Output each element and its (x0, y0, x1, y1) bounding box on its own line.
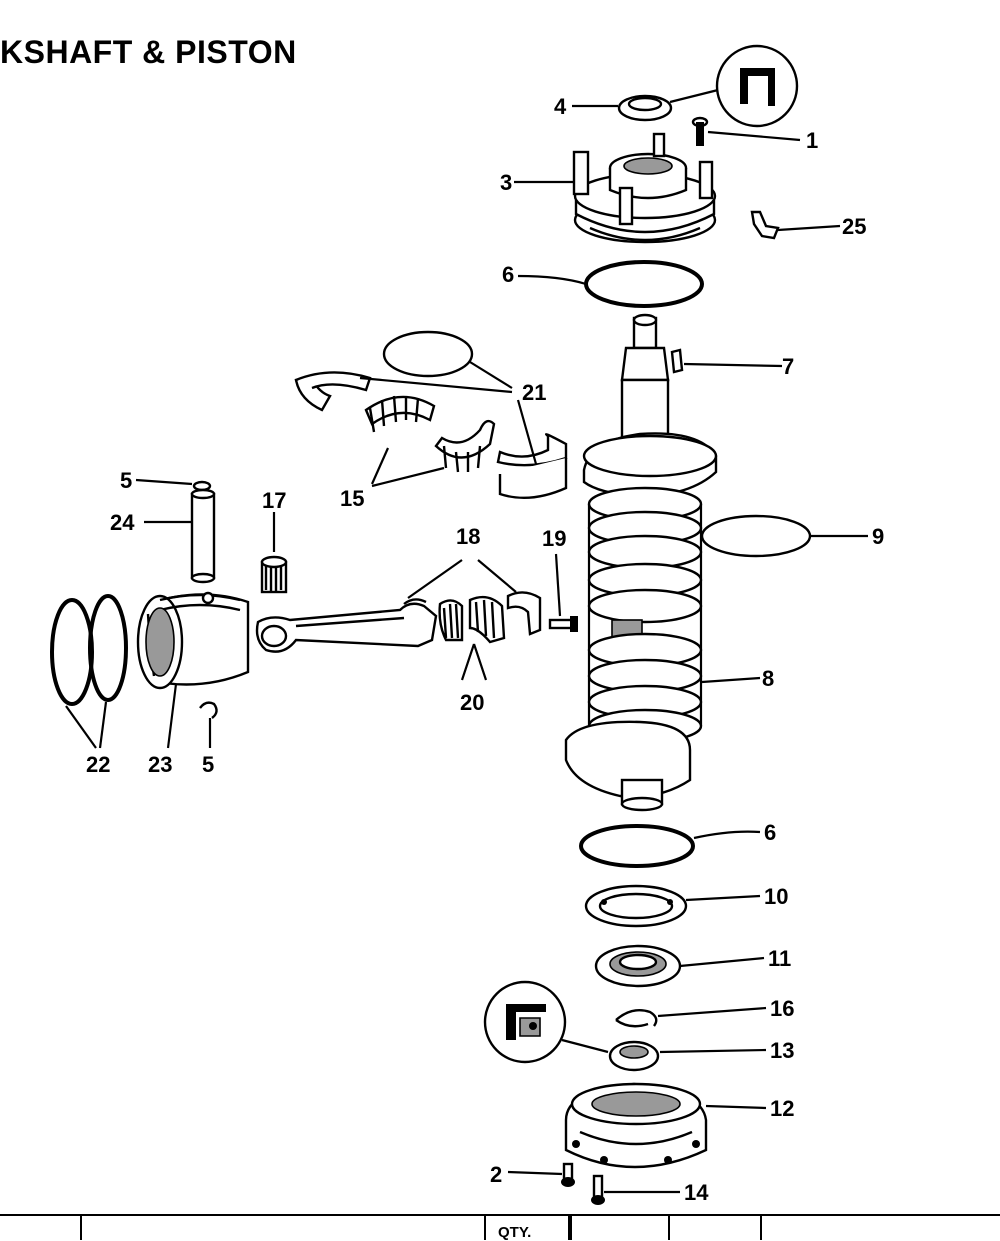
callout-21: 21 (522, 380, 546, 405)
seal-detail-inset-top (669, 44, 799, 128)
part-18-connecting-rod (255, 559, 542, 653)
table-column-divider (760, 1216, 762, 1240)
part-5-retainer-upper (135, 478, 212, 492)
callout-16: 16 (770, 996, 794, 1021)
callout-12: 12 (770, 1096, 794, 1121)
part-10-plate (584, 884, 761, 928)
part-12-lower-housing (564, 1082, 767, 1169)
part-11-ball-bearing (594, 944, 765, 988)
page-title: KSHAFT & PISTON (0, 34, 297, 70)
callout-10: 10 (764, 884, 788, 909)
callout-6-upper: 6 (502, 262, 514, 287)
part-21-bearing-race (294, 330, 568, 499)
part-1-screw (691, 116, 801, 146)
callout-17: 17 (262, 488, 286, 513)
exploded-parts-diagram: 1 2 3 4 5 5 6 6 7 8 9 10 11 12 13 14 15 … (50, 44, 884, 1205)
parts-table-header: QTY. (0, 1214, 1000, 1241)
part-14-screw (591, 1174, 680, 1205)
callout-19: 19 (542, 526, 566, 551)
callout-1: 1 (806, 128, 818, 153)
callout-23: 23 (148, 752, 172, 777)
callout-5-lower: 5 (202, 752, 214, 777)
callout-15: 15 (340, 486, 364, 511)
part-7-key (670, 348, 783, 374)
part-23-piston (136, 591, 250, 749)
callout-9: 9 (872, 524, 884, 549)
part-19-rod-bolt (548, 553, 578, 632)
table-column-divider (668, 1216, 670, 1240)
table-column-divider (484, 1216, 486, 1240)
callout-2: 2 (490, 1162, 502, 1187)
part-8-crankshaft (564, 313, 761, 812)
part-24-piston-pin (144, 488, 216, 584)
part-3-upper-housing (514, 132, 717, 244)
part-6-o-ring-lower (579, 824, 761, 868)
callout-22: 22 (86, 752, 110, 777)
callout-24: 24 (110, 510, 135, 535)
callout-25: 25 (842, 214, 866, 239)
part-9-ring (700, 514, 868, 558)
table-column-divider (568, 1216, 572, 1240)
part-17-needle-bearing (260, 512, 288, 594)
part-22-piston-rings (50, 594, 128, 749)
callout-8: 8 (762, 666, 774, 691)
callout-4: 4 (554, 94, 567, 119)
callout-18: 18 (456, 524, 480, 549)
callout-5-upper: 5 (120, 468, 132, 493)
part-25-clip (750, 210, 841, 240)
callout-11: 11 (768, 946, 791, 971)
callout-14: 14 (684, 1180, 709, 1205)
part-15-needle-bearings (364, 395, 496, 488)
part-16-retaining-ring (615, 1006, 767, 1028)
part-5-retainer-lower (199, 701, 218, 748)
callout-3: 3 (500, 170, 512, 195)
callout-20: 20 (460, 690, 484, 715)
part-2-screw (507, 1162, 575, 1187)
callout-6-lower: 6 (764, 820, 776, 845)
callout-13: 13 (770, 1038, 794, 1063)
part-13-seal (608, 1040, 767, 1072)
part-6-o-ring-upper (517, 260, 704, 308)
part-20-needle-bearings (438, 595, 506, 681)
seal-detail-inset-bottom (483, 980, 609, 1064)
callout-7: 7 (782, 354, 794, 379)
part-4-seal (572, 94, 673, 122)
qty-column-header: QTY. (498, 1224, 532, 1241)
table-column-divider (80, 1216, 82, 1240)
